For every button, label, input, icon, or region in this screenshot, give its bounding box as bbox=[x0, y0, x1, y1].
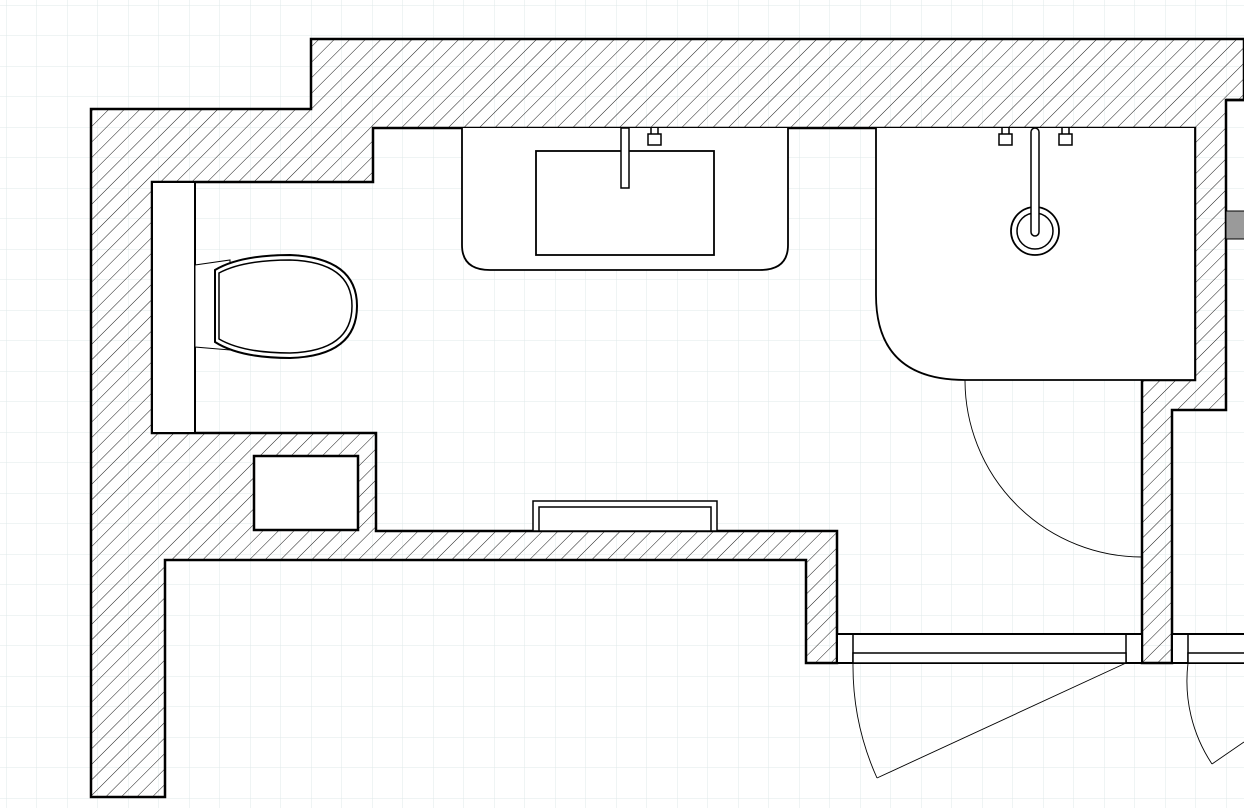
shower-icon bbox=[875, 127, 1196, 381]
radiator-icon bbox=[1225, 210, 1244, 240]
entry-door-frame bbox=[836, 633, 1143, 664]
radiator-bottom-icon bbox=[532, 500, 718, 532]
toilet-icon bbox=[194, 253, 359, 360]
entry-door-swing bbox=[852, 662, 1127, 779]
next-room-door bbox=[1171, 633, 1244, 765]
door-swing-icon bbox=[964, 379, 1143, 558]
cistern-icon bbox=[151, 181, 196, 434]
box-icon bbox=[252, 454, 360, 532]
sink-icon bbox=[461, 127, 789, 271]
